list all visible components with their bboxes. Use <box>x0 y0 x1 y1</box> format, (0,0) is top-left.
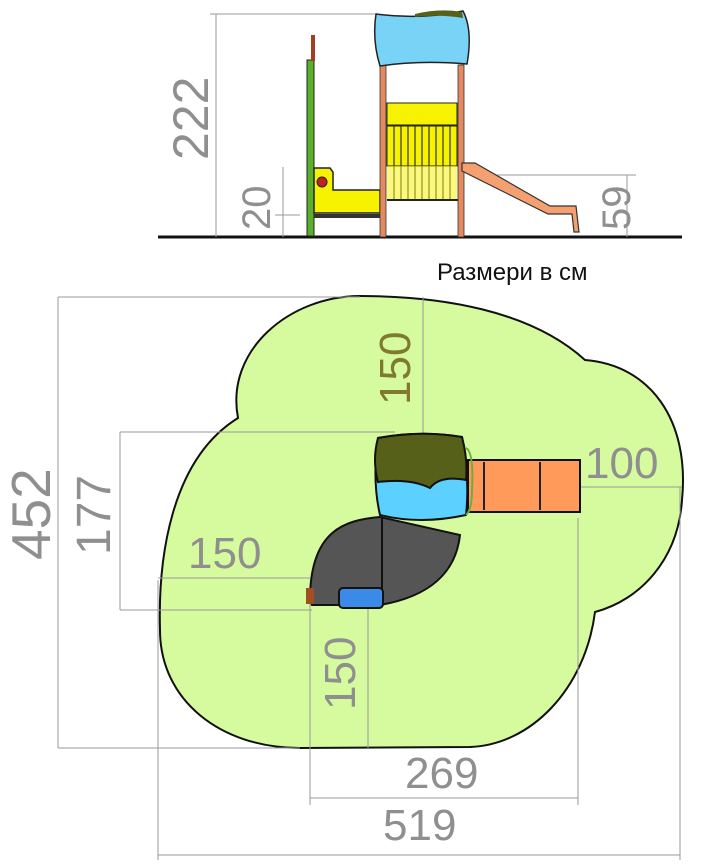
dim-100-label: 100 <box>585 439 658 488</box>
activity-panel <box>313 167 381 214</box>
handrail <box>465 447 474 516</box>
dim-269-label: 269 <box>405 749 478 798</box>
tower-lower <box>387 166 457 200</box>
step <box>314 214 382 218</box>
activity-panel-top <box>338 587 384 609</box>
units-note: Размери в см <box>437 259 587 286</box>
dim-452-label: 452 <box>0 468 62 560</box>
safety-zone <box>158 294 684 750</box>
dim-150-left-label: 150 <box>188 529 261 578</box>
tower-post-left <box>379 64 387 238</box>
dim-222-label: 222 <box>163 77 219 160</box>
roof-olive-edge <box>415 10 463 18</box>
green-pole <box>306 59 315 237</box>
dim-59-label: 59 <box>595 186 639 231</box>
roof-panel <box>373 10 470 67</box>
dim-177-label: 177 <box>68 475 121 555</box>
slide-side <box>461 162 580 233</box>
side-elevation: 222 20 59 Ра <box>158 10 682 286</box>
tower-top-panel <box>386 102 458 126</box>
dim-150-bottom-label: 150 <box>316 637 365 710</box>
roof-olive <box>374 432 468 490</box>
pole-finial <box>311 35 315 61</box>
plan-view: 452 177 150 150 150 100 269 519 <box>0 294 684 860</box>
dim-150-top-label: 150 <box>371 332 420 405</box>
dim-519-label: 519 <box>383 801 456 850</box>
steering-wheel-icon <box>316 176 328 188</box>
dim-20-label: 20 <box>235 186 279 231</box>
slide-top-view <box>467 459 581 513</box>
platform-deck <box>308 515 462 606</box>
pole-top-view <box>306 588 314 604</box>
tower-post-right <box>457 64 465 238</box>
